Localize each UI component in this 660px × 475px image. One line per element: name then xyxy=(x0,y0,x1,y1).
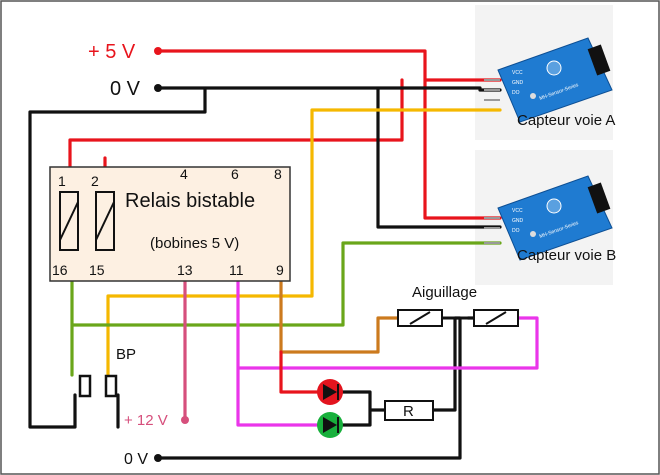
led-green xyxy=(317,412,343,438)
sensor-a-label: Capteur voie A xyxy=(517,112,615,129)
wire-orange xyxy=(279,279,400,354)
relay-body xyxy=(49,166,291,282)
wire-zero-v xyxy=(28,86,520,460)
sensor-b-pin-do: DO xyxy=(512,228,520,234)
relay-pin-15: 15 xyxy=(89,262,105,278)
wire-green xyxy=(70,241,502,377)
relay-coil-2-slash xyxy=(95,201,115,241)
relay-pin-16: 16 xyxy=(52,262,68,278)
bp-label: BP xyxy=(116,346,136,363)
relay-pin-6: 6 xyxy=(231,166,239,182)
wire-led-feed xyxy=(279,350,320,394)
zero-bottom-label: 0 V xyxy=(124,451,148,468)
sensor-a-pin-do: DO xyxy=(512,90,520,96)
relay-coil-1 xyxy=(59,191,79,251)
wire-plus5 xyxy=(68,49,502,220)
relay-pin-13: 13 xyxy=(177,262,193,278)
wire-led-resistor xyxy=(340,390,387,427)
relay-coil-2 xyxy=(95,191,115,251)
sensor-a-pin-vcc: VCC xyxy=(512,70,523,76)
plus12-terminal xyxy=(181,416,189,424)
sensor-a-pin-gnd: GND xyxy=(512,80,524,86)
wire-magenta xyxy=(236,279,539,427)
plus5-terminal xyxy=(154,47,162,55)
relay-pin-2: 2 xyxy=(91,173,99,189)
relay-title: Relais bistable xyxy=(125,190,255,212)
sensor-b-board: VCC GND DO MH-Sensor-Series xyxy=(484,175,613,261)
sensor-b-label: Capteur voie B xyxy=(517,247,616,264)
zero-top-terminal xyxy=(154,84,162,92)
relay-pin-8: 8 xyxy=(274,166,282,182)
relay-subtitle: (bobines 5 V) xyxy=(150,235,239,252)
plus5-label: + 5 V xyxy=(88,41,136,63)
zero-top-label: 0 V xyxy=(110,78,141,100)
sensor-a-board: VCC GND DO MH-Sensor-Series xyxy=(484,37,613,123)
relay-coil-1-slash xyxy=(59,201,79,241)
aiguillage-label: Aiguillage xyxy=(412,284,477,301)
relay-pin-4: 4 xyxy=(180,166,188,182)
zero-bottom-terminal xyxy=(154,454,162,462)
sensor-b-pin-vcc: VCC xyxy=(512,208,523,214)
plus12-label: + 12 V xyxy=(124,412,168,429)
relay-pin-9: 9 xyxy=(276,262,284,278)
resistor-label: R xyxy=(403,403,414,420)
aiguillage-coil-right-slash xyxy=(485,311,507,325)
aiguillage-coil-left-slash xyxy=(409,311,431,325)
resistor xyxy=(384,400,434,421)
wire-yellow xyxy=(106,108,502,377)
led-red xyxy=(317,379,343,405)
relay-pin-11: 11 xyxy=(229,262,244,278)
relay-pin-1: 1 xyxy=(58,173,66,189)
push-button-bp xyxy=(73,374,120,402)
sensor-b-pin-gnd: GND xyxy=(512,218,524,224)
